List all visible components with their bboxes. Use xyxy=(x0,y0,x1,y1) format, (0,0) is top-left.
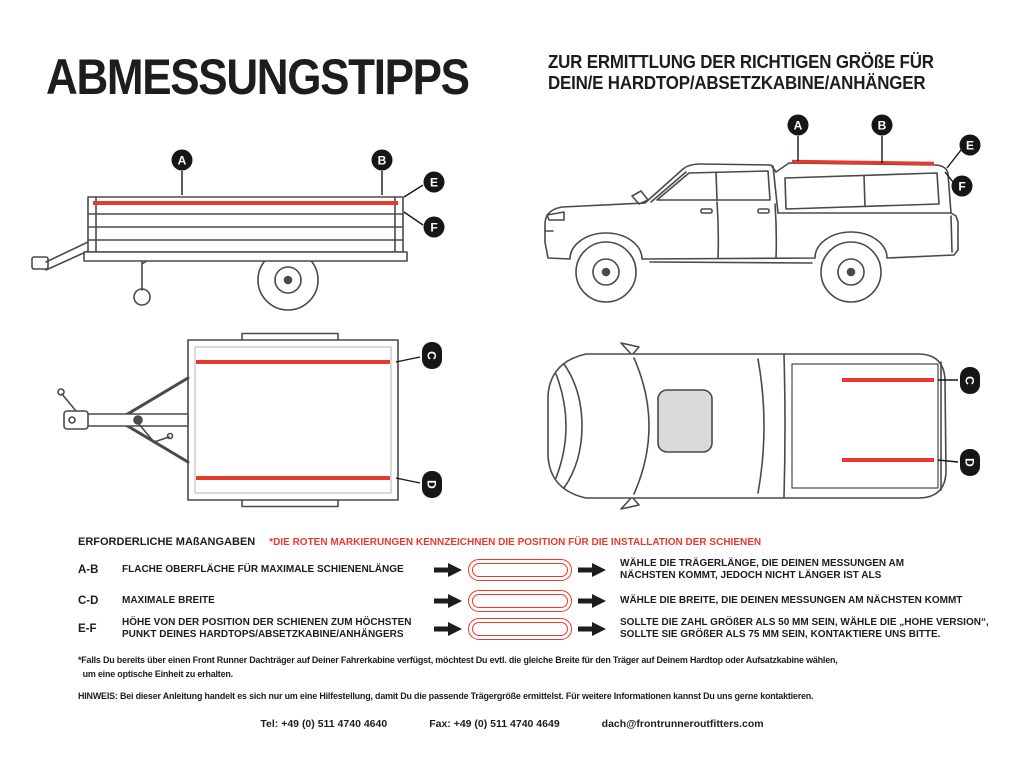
contact-tel: Tel: +49 (0) 511 4740 4640 xyxy=(260,718,388,730)
contact-line: Tel: +49 (0) 511 4740 4640 Fax: +49 (0) … xyxy=(0,718,1024,730)
marker-f-badge xyxy=(951,175,973,197)
measurement-key-cd: C-D xyxy=(78,595,99,607)
marker-b-label: B xyxy=(378,154,387,168)
measurement-entry-box-cd-inner xyxy=(472,594,568,608)
measurement-result-ef: SOLLTE DIE ZAHL GRÖßER ALS 50 MM SEIN, W… xyxy=(620,617,989,640)
mirror-top xyxy=(620,342,640,356)
marker-f-badge xyxy=(423,216,445,238)
truck-bed xyxy=(791,363,939,489)
marker-a-badge xyxy=(171,149,193,171)
trailer-side-illustration: A B E F xyxy=(31,149,445,311)
marker-c-label: C xyxy=(425,351,439,360)
measurement-entry-box-ab-inner xyxy=(472,563,568,577)
truck-body-top xyxy=(547,353,947,499)
measurement-row-ef: E-F HÖHE VON DER POSITION DER SCHIENEN Z… xyxy=(78,617,989,641)
truck-side-illustration: A B E F xyxy=(544,114,981,303)
marker-a-label: A xyxy=(794,119,803,133)
marker-d-label: D xyxy=(963,458,977,467)
trailer-box xyxy=(87,196,404,253)
measurement-entry-box-ab xyxy=(468,559,572,581)
flow-arrow-icon xyxy=(434,563,462,577)
marker-c-badge xyxy=(422,342,442,369)
measurement-entry-box-ef-inner xyxy=(472,622,568,636)
headlight xyxy=(546,211,565,221)
measurements-section-title: ERFORDERLICHE MAßANGABEN xyxy=(78,536,256,548)
hinweis-note: HINWEIS: Bei dieser Anleitung handelt es… xyxy=(78,691,814,702)
marker-e-badge xyxy=(959,134,981,156)
marker-c-label: C xyxy=(963,376,977,385)
crank-handle xyxy=(137,422,170,443)
marker-e-label: E xyxy=(430,176,438,190)
measurement-row-ab: A-B FLACHE OBERFLÄCHE FÜR MAXIMALE SCHIE… xyxy=(78,558,904,582)
marker-e-badge xyxy=(423,171,445,193)
marker-c-badge xyxy=(960,367,980,394)
flow-arrow-icon xyxy=(434,622,462,636)
asterisk-footnote: *Falls Du bereits über einen Front Runne… xyxy=(78,655,838,680)
marker-d-badge xyxy=(422,471,442,498)
measurements-section-header: ERFORDERLICHE MAßANGABEN *DIE ROTEN MARK… xyxy=(78,536,761,548)
measurement-label-ab: FLACHE OBERFLÄCHE FÜR MAXIMALE SCHIENENL… xyxy=(122,564,404,575)
leader-lines xyxy=(797,136,962,183)
marker-b-badge xyxy=(871,114,893,136)
trailer-coupling-top xyxy=(63,410,89,430)
flow-arrow-icon xyxy=(578,563,606,577)
canopy-window xyxy=(784,172,940,210)
trailer-bed xyxy=(187,339,399,501)
trailer-side-drawing xyxy=(31,196,408,311)
flow-arrow-icon xyxy=(578,622,606,636)
trailer-top-illustration: C D xyxy=(57,332,442,508)
flow-arrow-icon xyxy=(434,594,462,608)
truck-side-drawing xyxy=(544,162,959,303)
marker-a-badge xyxy=(787,114,809,136)
marker-e-label: E xyxy=(966,139,974,153)
flow-arrow-icon xyxy=(578,594,606,608)
marker-d-label: D xyxy=(425,480,439,489)
contact-email: dach@frontrunneroutfitters.com xyxy=(601,718,764,730)
measurement-key-ab: A-B xyxy=(78,564,99,576)
marker-a-label: A xyxy=(178,154,187,168)
measurement-result-ab: WÄHLE DIE TRÄGERLÄNGE, DIE DEINEN MESSUN… xyxy=(620,558,905,581)
leader-lines xyxy=(181,171,424,226)
mirror-bottom xyxy=(620,496,640,510)
truck-top-illustration: C D xyxy=(547,342,980,510)
trailer-coupling xyxy=(31,256,49,270)
measurement-row-cd: C-D MAXIMALE BREITE WÄHLE DIE BREITE, DI… xyxy=(78,590,962,612)
contact-fax: Fax: +49 (0) 511 4740 4649 xyxy=(429,718,560,730)
rail-position-note: *DIE ROTEN MARKIERUNGEN KENNZEICHNEN DIE… xyxy=(269,537,762,548)
marker-f-label: F xyxy=(430,221,437,235)
marker-b-badge xyxy=(371,149,393,171)
measurement-key-ef: E-F xyxy=(78,623,97,635)
page-subtitle: ZUR ERMITTLUNG DER RICHTIGEN GRÖßE FÜR D… xyxy=(548,52,934,93)
measurement-entry-box-cd xyxy=(468,590,572,612)
side-mirror xyxy=(631,190,649,205)
marker-f-label: F xyxy=(958,180,965,194)
leader-lines xyxy=(395,356,421,484)
measurement-result-cd: WÄHLE DIE BREITE, DIE DEINEN MESSUNGEN A… xyxy=(620,595,963,606)
jockey-wheel xyxy=(133,288,151,306)
trailer-top-drawing xyxy=(57,332,399,508)
marker-d-badge xyxy=(960,449,980,476)
truck-top-drawing xyxy=(547,342,947,510)
rail-marking-truck-side xyxy=(791,159,935,166)
leader-lines xyxy=(937,379,959,463)
marker-b-label: B xyxy=(878,119,887,133)
measurement-label-cd: MAXIMALE BREITE xyxy=(122,595,215,606)
sunroof xyxy=(657,389,713,453)
measurement-label-ef: HÖHE VON DER POSITION DER SCHIENEN ZUM H… xyxy=(122,617,412,640)
measurement-entry-box-ef xyxy=(468,618,572,640)
page-title: ABMESSUNGSTIPPS xyxy=(46,49,470,105)
